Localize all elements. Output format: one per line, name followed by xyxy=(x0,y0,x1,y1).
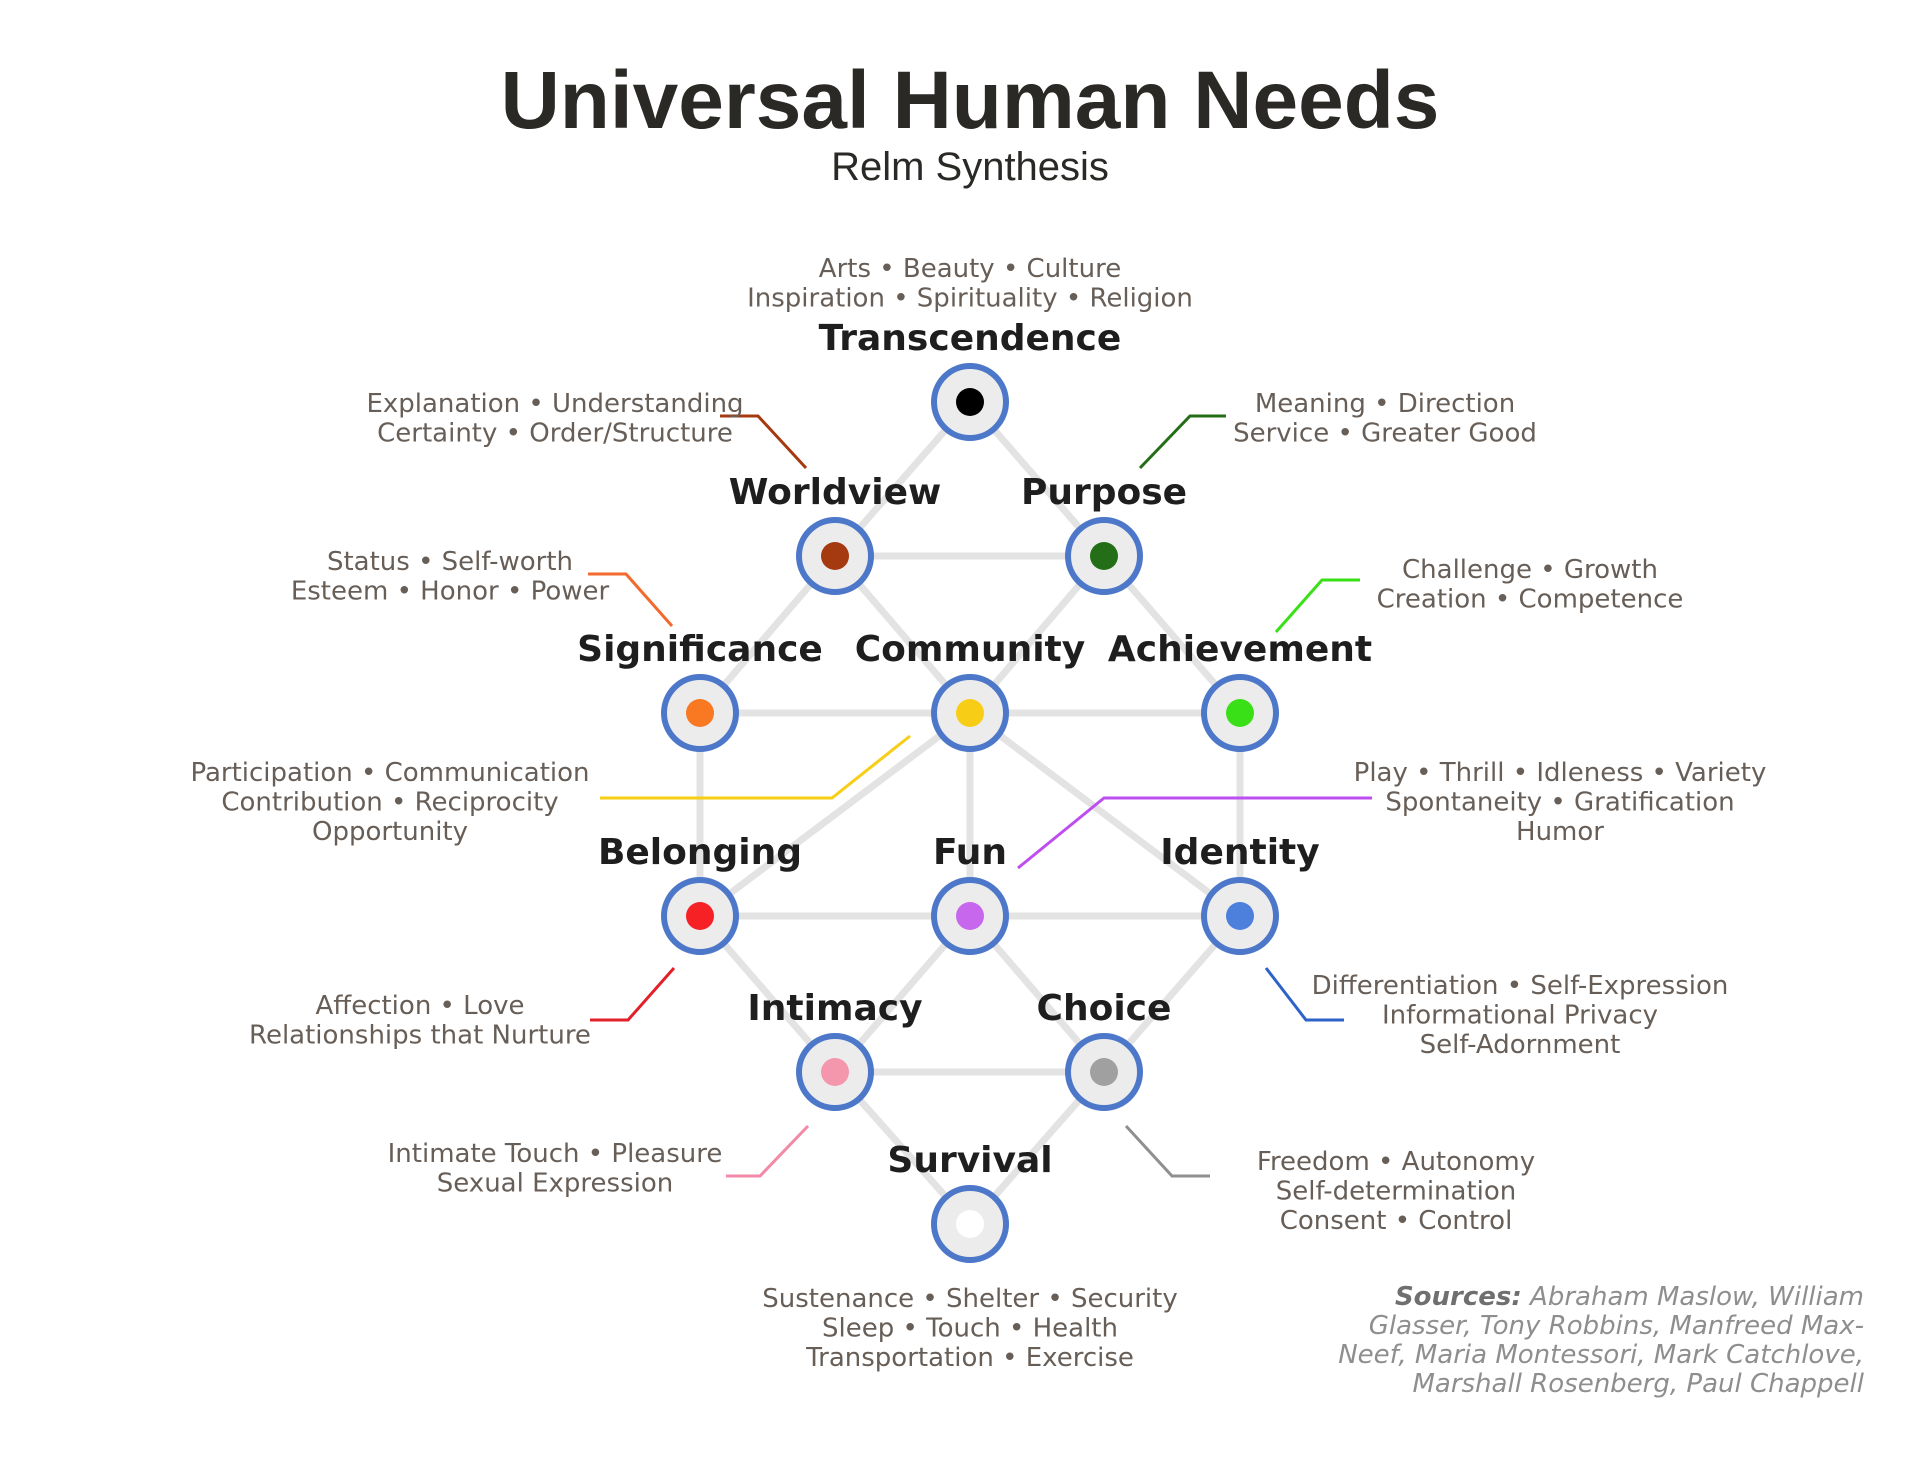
identity-color-dot xyxy=(1226,902,1254,930)
intimacy-desc-line-1: Intimate Touch • Pleasure xyxy=(388,1139,723,1169)
intimacy-label: Intimacy xyxy=(747,988,922,1029)
significance-leader-line xyxy=(588,572,674,627)
sources-line-1: Sources: Abraham Maslow, William xyxy=(1395,1282,1864,1312)
belonging-label: Belonging xyxy=(598,832,802,873)
choice-label: Choice xyxy=(1037,988,1172,1029)
community-desc-line-3: Opportunity xyxy=(312,817,468,847)
transcendence-label: Transcendence xyxy=(819,318,1122,359)
survival-desc-line-2: Sleep • Touch • Health xyxy=(822,1314,1118,1344)
significance-label: Significance xyxy=(577,629,823,670)
transcendence-desc-line-2: Inspiration • Spirituality • Religion xyxy=(747,284,1193,314)
choice-desc-line-2: Self-determination xyxy=(1276,1177,1517,1207)
transcendence-desc-line-1: Arts • Beauty • Culture xyxy=(819,254,1121,284)
node-intimacy: Intimacy xyxy=(747,988,923,1111)
belonging-leader-line xyxy=(590,967,676,1022)
survival-desc-line-3: Transportation • Exercise xyxy=(805,1343,1134,1373)
choice-desc-line-1: Freedom • Autonomy xyxy=(1257,1147,1535,1177)
node-purpose: Purpose xyxy=(1021,472,1187,595)
node-significance: Significance xyxy=(577,629,823,752)
identity-desc-line-1: Differentiation • Self-Expression xyxy=(1312,971,1729,1001)
edge-community-belonging xyxy=(696,709,974,920)
fun-desc-line-3: Humor xyxy=(1516,817,1604,847)
community-label: Community xyxy=(855,629,1085,670)
belonging-desc-line-1: Affection • Love xyxy=(316,991,525,1021)
node-community: Community xyxy=(855,629,1085,752)
node-identity: Identity xyxy=(1160,832,1320,955)
purpose-leader-line xyxy=(1138,414,1226,470)
survival-desc-line-1: Sustenance • Shelter • Security xyxy=(762,1284,1177,1314)
worldview-leader-line xyxy=(720,414,808,470)
intimacy-leader-line xyxy=(726,1124,810,1178)
fun-desc-line-1: Play • Thrill • Idleness • Variety xyxy=(1354,758,1767,788)
significance-desc-line-2: Esteem • Honor • Power xyxy=(291,577,610,607)
purpose-label: Purpose xyxy=(1021,472,1187,513)
sources-line-2: Glasser, Tony Robbins, Manfreed Max- xyxy=(1369,1311,1864,1341)
identity-desc-line-3: Self-Adornment xyxy=(1420,1030,1621,1060)
achievement-desc-line-2: Creation • Competence xyxy=(1377,585,1684,615)
worldview-desc-line-2: Certainty • Order/Structure xyxy=(377,419,733,449)
intimacy-desc-line-2: Sexual Expression xyxy=(437,1169,673,1199)
leader-lines xyxy=(588,414,1372,1178)
worldview-label: Worldview xyxy=(729,472,942,513)
choice-color-dot xyxy=(1090,1058,1118,1086)
edge-community-identity xyxy=(966,709,1244,920)
node-choice: Choice xyxy=(1037,988,1172,1111)
fun-color-dot xyxy=(956,902,984,930)
node-worldview: Worldview xyxy=(729,472,942,595)
purpose-desc-line-2: Service • Greater Good xyxy=(1233,419,1537,449)
node-belonging: Belonging xyxy=(598,832,802,955)
intimacy-color-dot xyxy=(821,1058,849,1086)
worldview-color-dot xyxy=(821,542,849,570)
sources-text-1: Abraham Maslow, William xyxy=(1528,1282,1864,1312)
fun-desc-line-2: Spontaneity • Gratification xyxy=(1385,788,1734,818)
choice-desc-line-3: Consent • Control xyxy=(1280,1206,1513,1236)
choice-leader-line xyxy=(1124,1124,1210,1178)
achievement-leader-line xyxy=(1274,578,1360,633)
achievement-color-dot xyxy=(1226,699,1254,727)
page-subtitle: Relm Synthesis xyxy=(831,145,1109,189)
community-desc-line-2: Contribution • Reciprocity xyxy=(221,788,558,818)
fun-leader-line xyxy=(1017,796,1372,870)
achievement-desc-line-1: Challenge • Growth xyxy=(1402,555,1658,585)
belonging-desc-line-2: Relationships that Nurture xyxy=(249,1021,591,1051)
node-transcendence: Transcendence xyxy=(819,318,1122,441)
survival-color-dot xyxy=(956,1210,984,1238)
purpose-desc-line-1: Meaning • Direction xyxy=(1255,389,1515,419)
transcendence-color-dot xyxy=(956,388,984,416)
purpose-color-dot xyxy=(1090,542,1118,570)
node-fun: Fun xyxy=(931,832,1009,955)
node-achievement: Achievement xyxy=(1108,629,1372,752)
sources-line-4: Marshall Rosenberg, Paul Chappell xyxy=(1412,1369,1864,1399)
belonging-color-dot xyxy=(686,902,714,930)
community-leader-line xyxy=(600,734,911,800)
identity-desc-line-2: Informational Privacy xyxy=(1382,1001,1658,1031)
worldview-desc-line-1: Explanation • Understanding xyxy=(366,389,743,419)
identity-leader-line xyxy=(1264,967,1344,1022)
achievement-label: Achievement xyxy=(1108,629,1372,670)
community-color-dot xyxy=(956,699,984,727)
community-desc-line-1: Participation • Communication xyxy=(190,758,589,788)
significance-desc-line-1: Status • Self-worth xyxy=(327,547,573,577)
node-survival: Survival xyxy=(887,1140,1053,1263)
identity-label: Identity xyxy=(1160,832,1319,873)
survival-label: Survival xyxy=(887,1140,1052,1181)
sources-heading: Sources: xyxy=(1395,1282,1522,1312)
sources-block: Sources: Abraham Maslow, William Glasser… xyxy=(1338,1282,1865,1399)
page-title: Universal Human Needs xyxy=(501,55,1440,146)
fun-label: Fun xyxy=(933,832,1007,873)
connection-lines xyxy=(696,398,1244,1228)
significance-color-dot xyxy=(686,699,714,727)
sources-line-3: Neef, Maria Montessori, Mark Catchlove, xyxy=(1338,1340,1864,1370)
